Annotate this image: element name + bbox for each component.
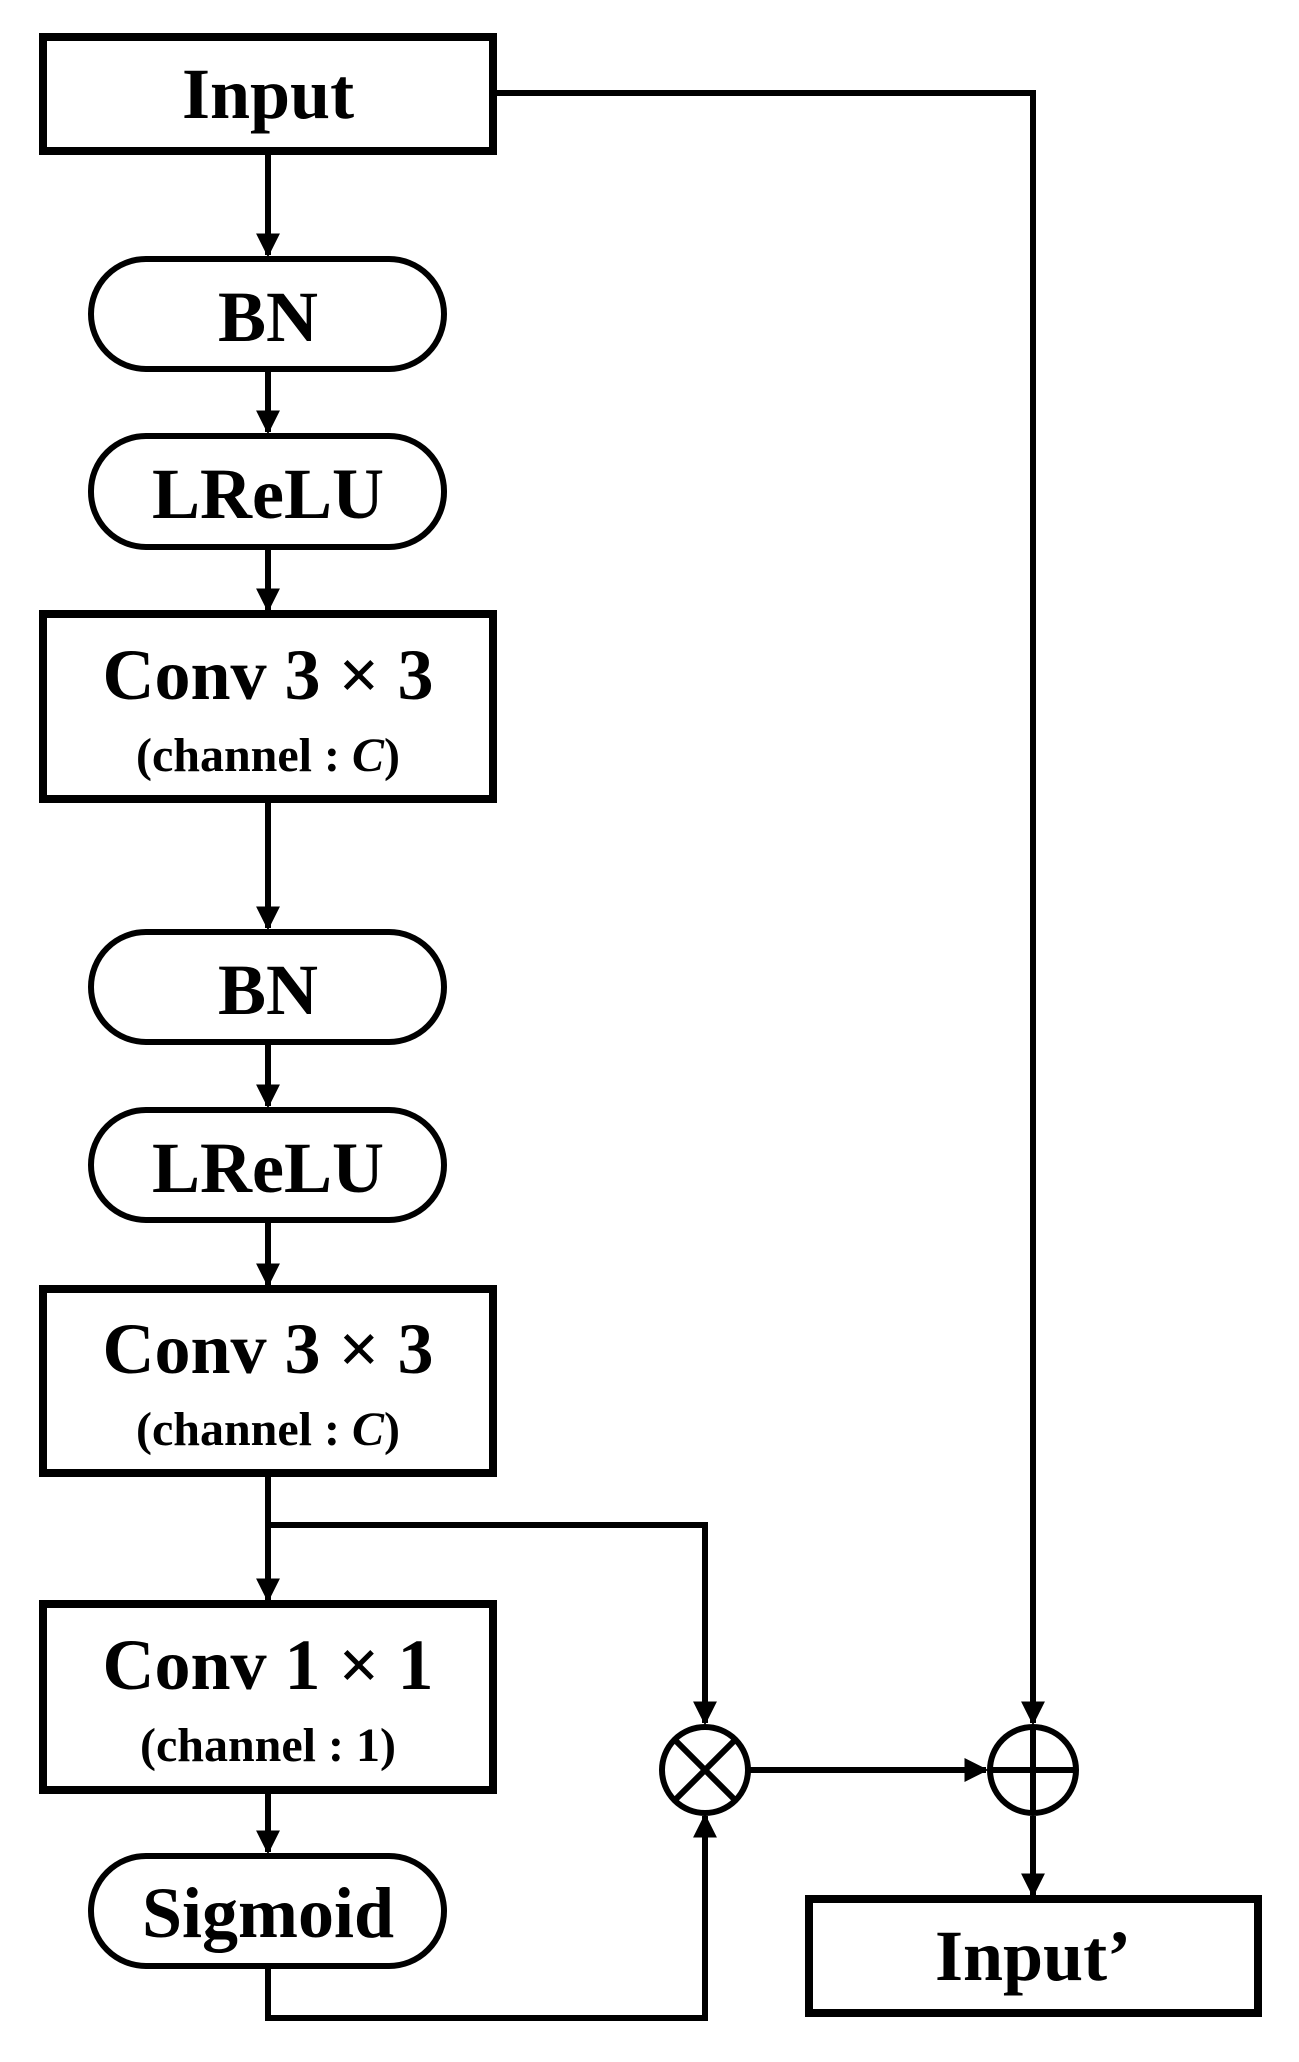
conv3x3-title-1: Conv 3 × 3 (102, 635, 433, 715)
conv3x3-subtitle-2: (channel : C) (136, 1403, 400, 1456)
conv3x3-node-1: Conv 3 × 3 (channel : C) (39, 610, 497, 803)
conv3x3-title-2: Conv 3 × 3 (102, 1309, 433, 1389)
sigmoid-node: Sigmoid (88, 1853, 447, 1969)
input-label: Input (182, 54, 354, 134)
conv3x3-subtitle-1: (channel : C) (136, 729, 400, 782)
bn-node-1: BN (88, 256, 447, 372)
edge-input-skip-to-add (493, 90, 1045, 1726)
conv1x1-title: Conv 1 × 1 (102, 1625, 433, 1705)
plus-icon (987, 1724, 1079, 1816)
bn-label-1: BN (218, 277, 318, 357)
channel-suffix-1: ) (384, 729, 400, 782)
channel-var-2: C (352, 1403, 385, 1456)
lrelu-label-2: LReLU (152, 1128, 384, 1208)
conv3x3-node-2: Conv 3 × 3 (channel : C) (39, 1285, 497, 1477)
lrelu-node-1: LReLU (88, 433, 447, 550)
bn-node-2: BN (88, 929, 447, 1045)
conv1x1-subtitle: (channel : 1) (140, 1719, 396, 1772)
edges (256, 90, 1045, 2021)
lrelu-node-2: LReLU (88, 1107, 447, 1223)
channel-prefix-2: (channel : (136, 1403, 352, 1456)
lrelu-label-1: LReLU (152, 454, 384, 534)
output-label: Input’ (935, 1916, 1131, 1996)
multiply-icon (659, 1724, 751, 1816)
sigmoid-label: Sigmoid (142, 1873, 394, 1953)
edge-sigmoid-to-multiply (265, 1813, 717, 2021)
edge-conv2-to-multiply (268, 1522, 717, 1726)
channel-var-1: C (352, 729, 385, 782)
channel-prefix-1: (channel : (136, 729, 352, 782)
output-node: Input’ (805, 1895, 1262, 2017)
bn-label-2: BN (218, 950, 318, 1030)
input-node: Input (39, 33, 497, 155)
conv1x1-node: Conv 1 × 1 (channel : 1) (39, 1600, 497, 1794)
channel-suffix-2: ) (384, 1403, 400, 1456)
